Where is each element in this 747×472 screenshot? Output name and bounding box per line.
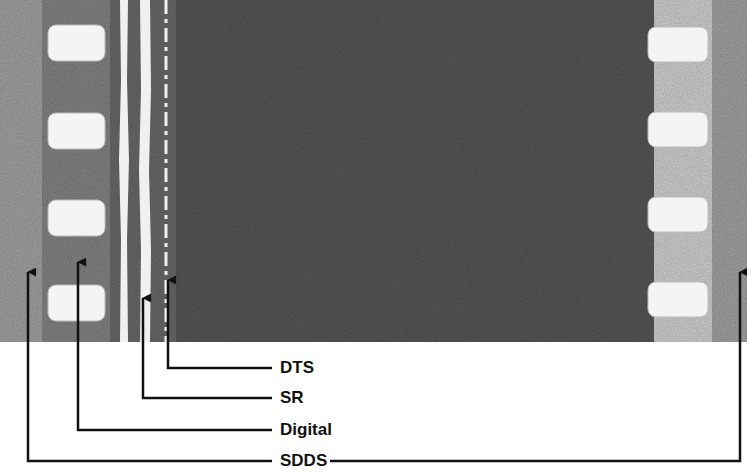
track-label: SDDS	[277, 451, 330, 471]
track-label: SR	[277, 388, 307, 408]
track-label: DTS	[277, 358, 317, 378]
track-label: Digital	[277, 420, 335, 440]
